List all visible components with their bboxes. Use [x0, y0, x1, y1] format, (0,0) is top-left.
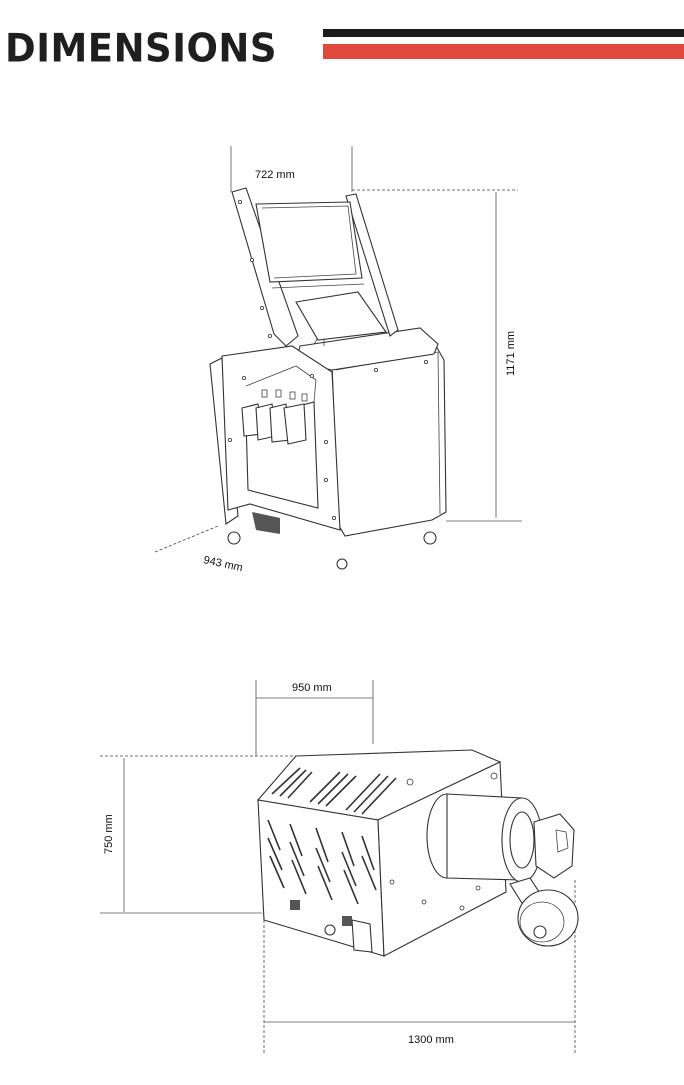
- width-label: 722 mm: [255, 169, 295, 181]
- width-label: 950 mm: [292, 682, 332, 694]
- depth-label: 943 mm: [202, 554, 243, 574]
- height-dimension: 1171 mm: [352, 189, 522, 522]
- length-label: 1300 mm: [408, 1034, 454, 1046]
- machine-body: [209, 187, 447, 570]
- vent-hatching-front: [267, 819, 377, 905]
- page-title: DIMENSIONS: [5, 26, 278, 72]
- width-dimension: 950 mm: [255, 680, 374, 756]
- width-dimension: 722 mm: [230, 146, 353, 192]
- winch-drum: [426, 793, 575, 883]
- header-dark-bar: [323, 29, 684, 37]
- height-dimension: 750 mm: [100, 755, 330, 914]
- height-label: 1171 mm: [505, 331, 517, 376]
- length-dimension: 1300 mm: [263, 880, 576, 1055]
- guide-wheel: [509, 877, 579, 947]
- height-label: 750 mm: [103, 814, 115, 854]
- header-red-bar: [323, 44, 684, 59]
- machine-dimension-drawing: 722 mm 1171 mm 943 mm: [154, 146, 522, 574]
- winch-dimension-drawing: 950 mm 750 mm 1300 mm: [100, 680, 579, 1055]
- winch-body: [256, 749, 579, 957]
- vent-hatching-top: [271, 767, 397, 815]
